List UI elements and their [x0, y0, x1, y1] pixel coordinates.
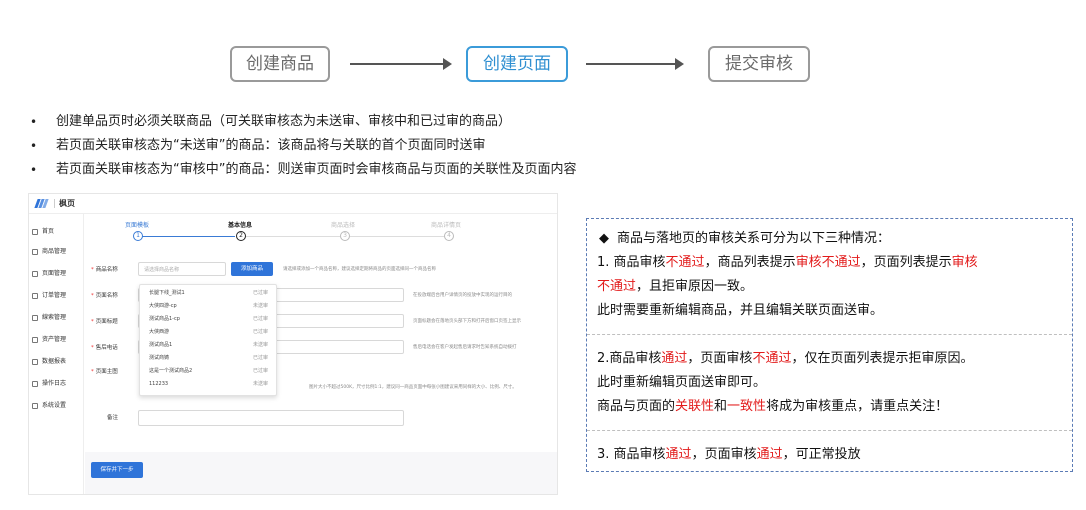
home-icon [32, 228, 38, 235]
rule-item: 若页面关联审核态为“未送审”的商品：该商品将与关联的首个页面同时送审 [30, 134, 790, 158]
review-relation-note: ◆商品与落地页的审核关系可分为以下三种情况： 1. 商品审核不通过，商品列表提示… [586, 218, 1073, 472]
field-label: 页面标题 [95, 319, 118, 325]
diamond-icon: ◆ [599, 231, 609, 246]
order-icon [32, 292, 38, 299]
rules-list: 创建单品页时必须关联商品（可关联审核态为未送审、审核中和已过审的商品） 若页面关… [30, 110, 790, 182]
app-main: 页面模板 基本信息 商品选择 商品详情页 1 2 3 4 *商品名称 请选择商品… [85, 214, 557, 494]
case2-line: 商品与页面的关联性和一致性将成为审核重点，请重点关注！ [597, 399, 949, 414]
arrow-right-icon [350, 58, 452, 70]
tab-product-detail[interactable]: 商品详情页 [431, 222, 462, 229]
step-submit-review: 提交审核 [708, 46, 810, 82]
field-label: 页面名称 [95, 293, 118, 299]
sidebar-item-orders[interactable]: 订单管理 [32, 290, 84, 302]
form-row-main-image: *页面主图 [91, 369, 118, 375]
log-icon [32, 380, 38, 387]
divider [587, 323, 1072, 335]
app-header: 枫页 [29, 194, 557, 214]
case3-line: 3. 商品审核通过，页面审核通过，可正常投放 [597, 447, 861, 462]
rule-item: 创建单品页时必须关联商品（可关联审核态为未送审、审核中和已过审的商品） [30, 110, 790, 134]
field-label: 页面主图 [95, 369, 118, 375]
process-flow: 创建商品 创建页面 提交审核 [0, 46, 1086, 86]
dropdown-option[interactable]: 大侠西游已过审 [149, 329, 268, 335]
form-row-product: *商品名称 请选择商品名称 添加商品 请选择或添加一个商品名称，建议选择定期将商… [85, 262, 557, 276]
step-dot: 2 [236, 231, 246, 241]
app-screenshot: 枫页 首页 商品管理 页面管理 订单管理 線索管理 资产管理 数据报表 操作日志… [28, 193, 558, 495]
sidebar-item-home[interactable]: 首页 [32, 226, 84, 238]
save-next-button[interactable]: 保存并下一步 [91, 462, 143, 478]
app-title: 枫页 [54, 199, 75, 208]
note-heading: ◆商品与落地页的审核关系可分为以下三种情况： [597, 227, 1062, 251]
sidebar-item-pages[interactable]: 页面管理 [32, 268, 84, 280]
gear-icon [32, 402, 38, 409]
tab-connector [245, 236, 340, 237]
tab-connector [140, 236, 235, 237]
logo-icon [34, 199, 49, 208]
dropdown-option[interactable]: 测试商铸已过审 [149, 355, 268, 361]
sidebar-item-reports[interactable]: 数据报表 [32, 356, 84, 368]
tab-connector [350, 236, 445, 237]
add-product-button[interactable]: 添加商品 [231, 262, 273, 276]
sidebar-item-leads[interactable]: 線索管理 [32, 312, 84, 324]
product-icon [32, 248, 38, 255]
field-label: 售后电话 [95, 345, 118, 351]
field-label: 备注 [107, 415, 119, 421]
product-select[interactable]: 请选择商品名称 [138, 262, 226, 276]
arrow-right-icon [586, 58, 684, 70]
case2-line: 2.商品审核通过，页面审核不通过，仅在页面列表提示拒审原因。 [597, 351, 974, 366]
field-hint: 图片大小不超过500K，尺寸比例1:1，建议同一商品页面中每张小图建议采用同样的… [309, 385, 517, 390]
asset-icon [32, 336, 38, 343]
sidebar: 首页 商品管理 页面管理 订单管理 線索管理 资产管理 数据报表 操作日志 系统… [29, 214, 84, 494]
divider [587, 419, 1072, 431]
step-dot: 4 [444, 231, 454, 241]
field-hint: 售后电话会在客户发起售后请求时告知系统自动拨打 [413, 345, 517, 350]
step-dot: 3 [340, 231, 350, 241]
rule-item: 若页面关联审核态为“审核中”的商品：则送审页面时会审核商品与页面的关联性及页面内… [30, 158, 790, 182]
sidebar-item-logs[interactable]: 操作日志 [32, 378, 84, 390]
sidebar-item-settings[interactable]: 系统设置 [32, 400, 84, 412]
page-icon [32, 270, 38, 277]
step-dot: 1 [133, 231, 143, 241]
field-hint: 页面标题会在落地页头部下方和打开后窗口页签上显示 [413, 319, 521, 324]
step-create-page: 创建页面 [466, 46, 568, 82]
report-icon [32, 358, 38, 365]
form-row-note: 备注 [85, 410, 557, 426]
sidebar-item-assets[interactable]: 资产管理 [32, 334, 84, 346]
note-input[interactable] [138, 410, 404, 426]
step-tabs: 页面模板 基本信息 商品选择 商品详情页 1 2 3 4 [85, 218, 557, 248]
case1-line: 1. 商品审核不通过，商品列表提示审核不通过，页面列表提示审核 [597, 255, 978, 270]
tab-product-select[interactable]: 商品选择 [331, 222, 356, 229]
form-footer [85, 452, 557, 494]
tab-basic-info[interactable]: 基本信息 [228, 222, 253, 229]
step-create-product: 创建商品 [230, 46, 330, 82]
field-hint: 请选择或添加一个商品名称，建议选择定期将商品的页面选择同一个商品名称 [283, 267, 436, 272]
user-icon [32, 314, 38, 321]
field-label: 商品名称 [95, 267, 118, 273]
case1-line: 此时需要重新编辑商品，并且编辑关联页面送审。 [597, 303, 884, 318]
sidebar-item-products[interactable]: 商品管理 [32, 246, 84, 258]
field-hint: 在投放端后台用户详情页的投放中实现的运行目的 [413, 293, 512, 298]
case2-line: 此时重新编辑页面送审即可。 [597, 375, 767, 390]
tab-template[interactable]: 页面模板 [125, 222, 150, 229]
case1-line: 不通过，且拒审原因一致。 [597, 279, 754, 294]
